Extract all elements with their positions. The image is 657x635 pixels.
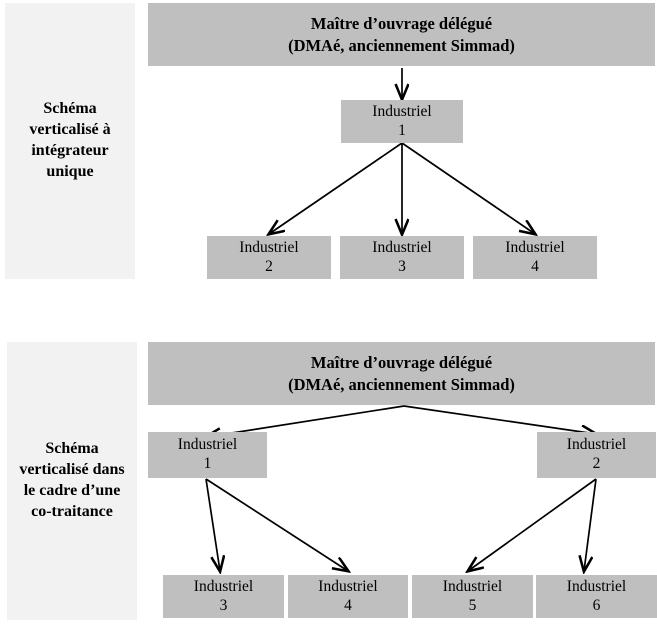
node-label: Industriel [177,436,238,454]
node-industriel-6: Industriel 6 [536,575,657,618]
arrow-industriel-1-to-industriel-4 [401,142,535,234]
arrow-industriel-1-to-industriel-3 [205,478,220,571]
header-line-1: Maître d’ouvrage délégué [310,353,493,373]
node-label: Industriel [239,238,299,256]
node-number: 6 [592,596,601,614]
node-label: Industriel [372,102,432,120]
node-label: Industriel [193,577,254,595]
node-industriel-5: Industriel 5 [412,575,533,618]
header-line-1: Maître d’ouvrage délégué [310,14,493,34]
node-industriel-2: Industriel 2 [207,236,331,279]
node-number: 2 [592,455,601,472]
arrow-industriel-1-to-industriel-4 [205,478,348,571]
node-industriel-3: Industriel 3 [340,236,464,279]
node-number: 1 [398,121,406,139]
node-number: 3 [219,596,228,614]
arrow-industriel-2-to-industriel-5 [468,478,597,571]
node-number: 2 [265,257,273,275]
arrow-header2-to-industriel-2 [403,405,596,434]
node-industriel-1: Industriel 1 [341,100,463,143]
node-industriel-4: Industriel 4 [473,236,597,279]
arrow-industriel-1-to-industriel-2 [269,142,403,234]
node-industriel-4: Industriel 4 [288,575,408,618]
node-number: 3 [398,257,406,275]
node-number: 4 [531,257,539,275]
node-maitre-ouvrage-delegue-1: Maître d’ouvrage délégué (DMAé, ancienne… [148,3,655,66]
header-line-2: (DMAé, anciennement Simmad) [288,374,515,394]
node-industriel-2: Industriel 2 [537,432,656,478]
arrow-industriel-2-to-industriel-6 [584,478,597,571]
side-label-text: Schéma verticalisé à intégrateur unique [29,100,111,180]
node-label: Industriel [566,436,627,454]
node-label: Industriel [505,238,565,256]
node-industriel-3: Industriel 3 [163,575,284,618]
side-label-co-traitance: Schéma verticalisé dans le cadre d’une c… [7,342,137,620]
node-label: Industriel [566,577,627,595]
node-label: Industriel [318,577,378,595]
node-number: 1 [203,455,212,472]
node-label: Industriel [372,238,432,256]
side-label-integrateur-unique: Schéma verticalisé à intégrateur unique [5,3,135,279]
node-maitre-ouvrage-delegue-2: Maître d’ouvrage délégué (DMAé, ancienne… [148,342,655,405]
node-number: 4 [344,596,352,614]
header-line-2: (DMAé, anciennement Simmad) [288,35,515,55]
side-label-text: Schéma verticalisé dans le cadre d’une c… [19,440,125,520]
node-label: Industriel [442,577,503,595]
node-number: 5 [468,596,477,614]
node-industriel-1: Industriel 1 [148,432,267,478]
